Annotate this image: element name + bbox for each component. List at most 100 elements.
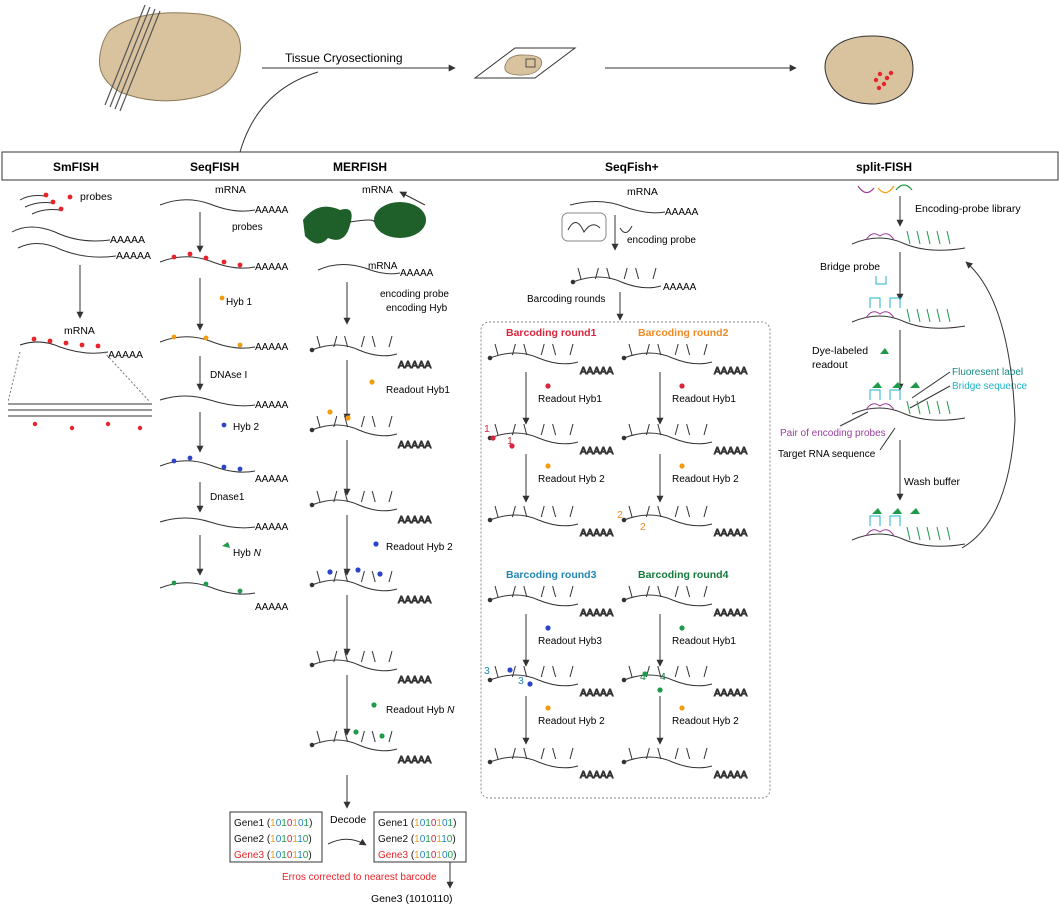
code-char: (	[267, 818, 271, 829]
merfish-hybn-dot	[379, 733, 385, 739]
strand-end	[487, 677, 493, 683]
target-stub	[906, 400, 911, 415]
dye-flag	[892, 508, 902, 514]
merfish-polya: AAAAA	[398, 515, 432, 526]
code-char: (	[267, 850, 271, 861]
gene-name: Gene1	[378, 818, 411, 829]
target-stub	[906, 230, 911, 245]
code-char: (	[411, 818, 415, 829]
merfish-polya: AAAAA	[398, 360, 432, 371]
decode-label: Decode	[330, 814, 366, 826]
probe-stub	[645, 585, 650, 598]
encoding-probe-pair	[865, 233, 895, 241]
sfp-readout-label: Readout Hyb 2	[672, 474, 739, 485]
probe-stub	[703, 423, 708, 436]
strand-backbone	[489, 594, 579, 607]
merfish-readout1-dot	[369, 379, 375, 385]
probe-stub	[686, 423, 691, 436]
sfp-strand	[621, 423, 713, 445]
strand-end	[487, 597, 493, 603]
probe-stub	[494, 343, 499, 356]
code-char: 0	[287, 818, 293, 829]
probe-stub	[511, 505, 516, 518]
strand-end	[621, 517, 627, 523]
probe-stub	[657, 665, 662, 678]
decode-row: Gene1 (1010101)	[234, 818, 312, 829]
probe-stub	[635, 267, 640, 280]
strand-end	[621, 759, 627, 765]
dye-label-2: readout	[812, 359, 848, 371]
code-char: 1	[292, 818, 298, 829]
bridge-probe	[889, 297, 901, 308]
bridge-probe	[869, 389, 881, 400]
wash-buffer-label: Wash buffer	[904, 476, 961, 488]
sfp-bound-dot	[657, 687, 663, 693]
probe-stub	[569, 585, 574, 598]
code-char: 0	[276, 850, 282, 861]
code-char: 1	[436, 850, 442, 861]
probe-stub	[388, 570, 393, 583]
sfp-polya: AAAAA	[714, 608, 748, 619]
target-stub	[936, 400, 941, 415]
seqfish-mrna-0	[159, 199, 256, 212]
probe-stub	[523, 423, 528, 436]
code-char: 0	[420, 818, 426, 829]
probe-stub	[569, 747, 574, 760]
code-char: )	[308, 834, 311, 845]
strand-end	[309, 347, 315, 353]
probe-stub	[540, 343, 545, 356]
target-stub	[916, 400, 921, 415]
probe-stub	[577, 267, 582, 280]
probe-stub	[333, 650, 338, 663]
dye-flag	[910, 508, 920, 514]
strand-backbone	[489, 756, 579, 769]
encoding-probe-box	[561, 212, 607, 242]
sfp-polya: AAAAA	[714, 366, 748, 377]
seqfish-hyb2-label: Hyb 2	[233, 422, 260, 433]
library-label: Encoding-probe library	[915, 203, 1021, 215]
probe-stub	[371, 650, 376, 663]
strand-backbone	[311, 579, 398, 592]
merfish-hyb2-dot	[377, 571, 383, 577]
target-stub	[946, 526, 951, 541]
strand-end	[309, 502, 315, 508]
dye-flag	[910, 382, 920, 388]
code-char: 0	[431, 850, 437, 861]
strand-backbone	[489, 432, 579, 445]
strand-end	[487, 355, 493, 361]
code-char: 1	[270, 834, 276, 845]
sfp-strand	[487, 747, 579, 769]
strand-end	[621, 597, 627, 603]
probe-stub	[552, 505, 557, 518]
encoding-probe-pair	[865, 311, 895, 319]
header-seqfish: SeqFISH	[190, 160, 239, 174]
probe-stub	[388, 490, 393, 503]
probe-stub	[645, 747, 650, 760]
sfp-round-marker: 4	[660, 671, 666, 683]
code-char: 1	[436, 818, 442, 829]
code-char: 1	[425, 818, 431, 829]
round2-title: Barcoding round2	[638, 327, 729, 339]
code-char: )	[453, 850, 456, 861]
code-char: )	[309, 818, 312, 829]
code-char: 1	[281, 834, 287, 845]
sfp-readout-label: Readout Hyb3	[538, 636, 602, 647]
probe-stub	[523, 505, 528, 518]
bridge-probe	[869, 515, 881, 526]
probe-stub	[523, 585, 528, 598]
sfp-readout-label: Readout Hyb 2	[538, 716, 605, 727]
strand-backbone	[311, 424, 398, 437]
probe-stub	[552, 343, 557, 356]
sfp-polya: AAAAA	[580, 366, 614, 377]
sfp-round-marker: 3	[518, 675, 524, 687]
probe-stub	[511, 585, 516, 598]
bridge-sequence-label: Bridge sequence	[952, 381, 1027, 392]
header-smfish: SmFISH	[53, 160, 99, 174]
blade-icon	[104, 4, 161, 112]
round4-title: Barcoding round4	[638, 569, 729, 581]
strand-backbone	[489, 514, 579, 527]
split-backbone	[851, 533, 966, 547]
sfp-round-strands: AAAAAAAAAAAAAAAAAAAAAAAAAAAAAAAAAAAAAAAA…	[487, 267, 748, 782]
sfp-round-marker: 2	[640, 521, 646, 533]
